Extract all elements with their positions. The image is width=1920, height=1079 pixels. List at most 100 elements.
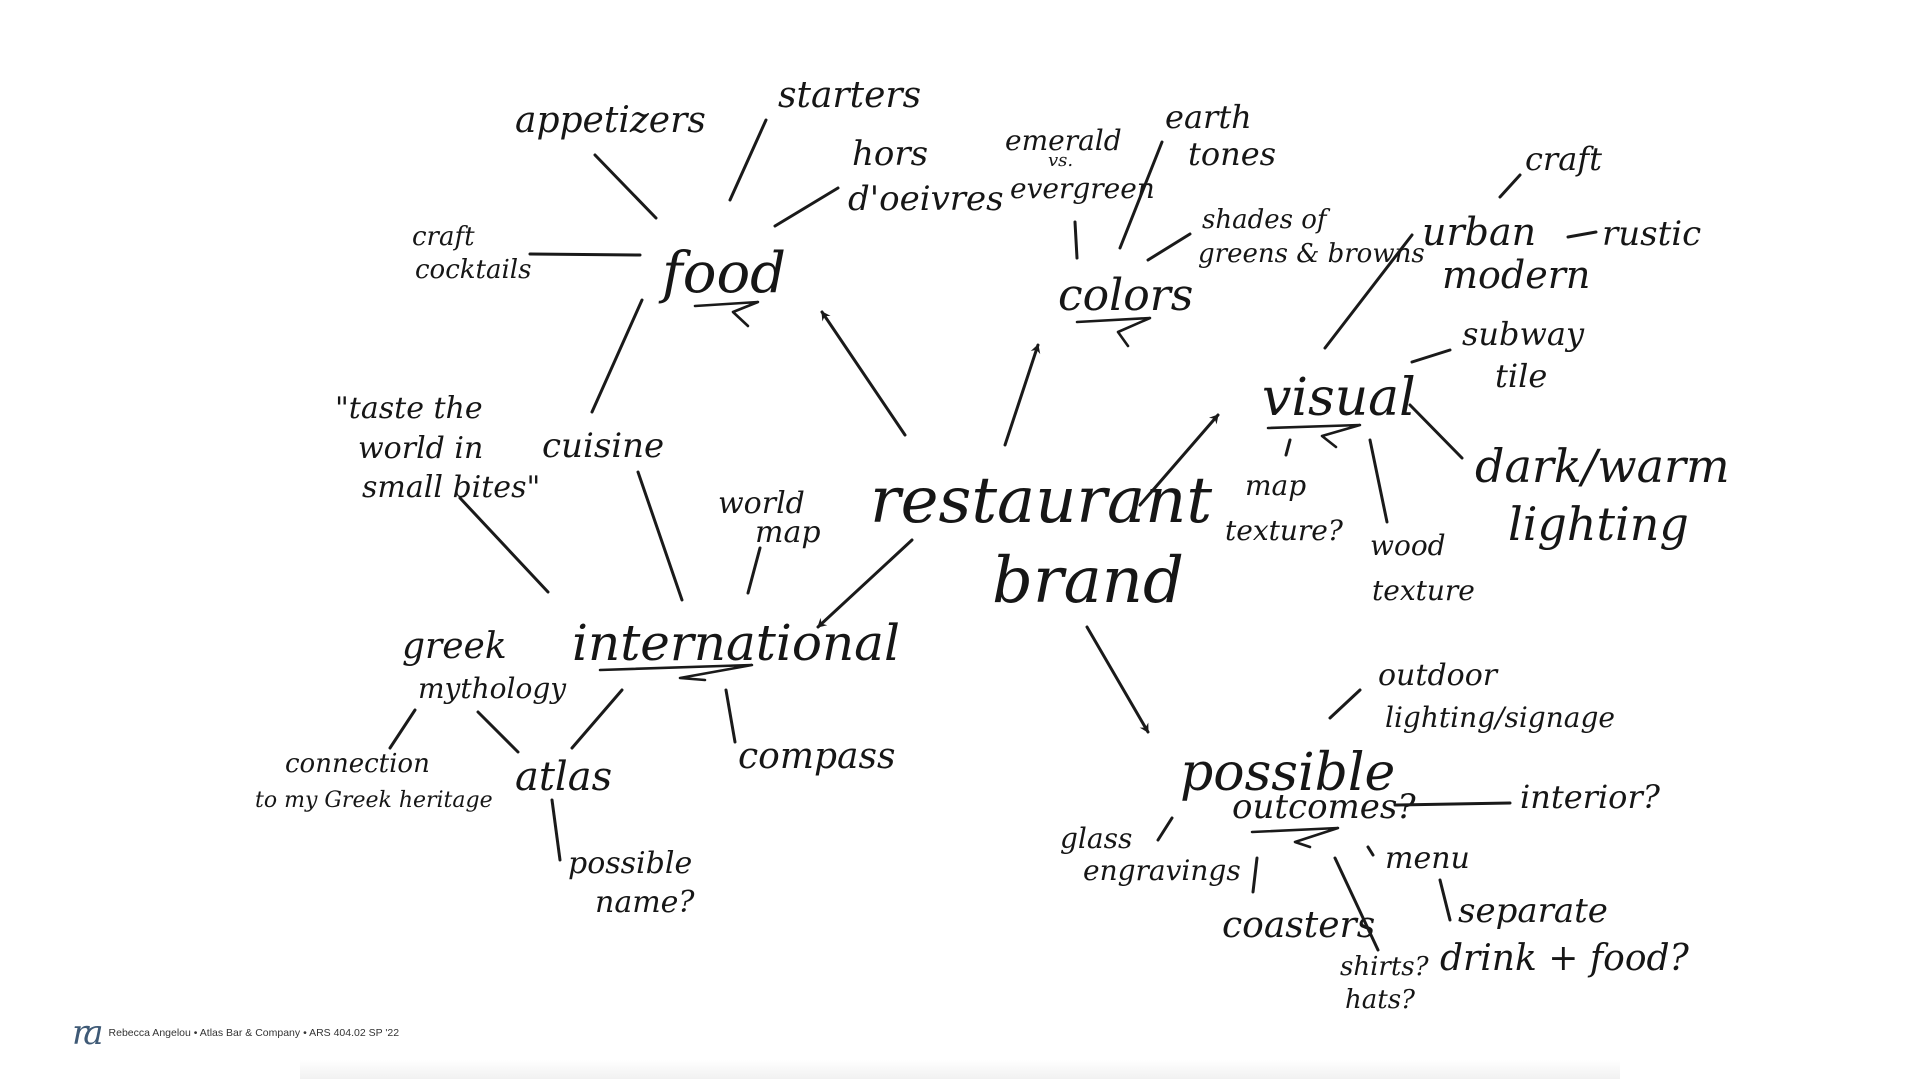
leaf-drink-food: drink + food? [1440, 938, 1690, 979]
leaf-tones: tones [1188, 135, 1276, 173]
leaf-engravings: engravings [1083, 854, 1241, 887]
leaf-subway: subway [1462, 315, 1585, 353]
center-word-brand: brand [992, 544, 1184, 618]
leaf-possible-name-line1: possible [568, 846, 692, 881]
outcomes-link-shirts [1333, 856, 1380, 952]
food-underline [693, 300, 760, 328]
food-link-cocktails [528, 252, 642, 257]
leaf-greek: greek [402, 626, 507, 667]
colors-link-earth [1118, 140, 1164, 250]
leaf-signage: lighting/signage [1385, 701, 1615, 734]
intl-link-world-map [746, 546, 762, 595]
international-underline [598, 663, 754, 682]
leaf-craft-cocktails-line1: craft [412, 222, 475, 252]
leaf-modern: modern [1442, 253, 1590, 297]
leaf-shades: shades of [1202, 205, 1331, 235]
intl-link-cuisine [636, 470, 684, 602]
visual-link-urban [1323, 233, 1414, 350]
leaf-greens-browns: greens & browns [1198, 239, 1425, 269]
node-colors: colors [1058, 270, 1193, 321]
atlas-link-possible-name [550, 798, 562, 862]
leaf-texture: texture [1372, 574, 1475, 607]
author-logo: ra [72, 1013, 103, 1053]
leaf-earth: earth [1165, 98, 1252, 136]
leaf-cuisine: cuisine [542, 426, 664, 466]
greek-link-connection [388, 708, 417, 750]
colors-link-emerald [1073, 220, 1079, 260]
leaf-glass: glass [1060, 822, 1132, 855]
leaf-doeivres: d'oeivres [848, 179, 1004, 219]
outcomes-underline [1250, 826, 1340, 849]
leaf-craft: craft [1525, 140, 1602, 178]
leaf-atlas: atlas [515, 754, 612, 800]
visual-link-craft [1498, 173, 1522, 199]
leaf-emerald: emerald [1005, 124, 1122, 157]
arrow-to-visual [1138, 413, 1220, 507]
node-international: international [572, 614, 900, 672]
node-visual: visual [1262, 368, 1416, 428]
leaf-hats: hats? [1345, 985, 1416, 1015]
leaf-world: world [718, 486, 805, 521]
leaf-vs: vs. [1048, 150, 1073, 171]
leaf-wood: wood [1370, 529, 1446, 562]
leaf-map: map [1245, 469, 1306, 502]
leaf-heritage: to my Greek heritage [255, 788, 493, 813]
leaf-hors: hors [852, 134, 928, 174]
visual-link-map [1284, 438, 1292, 457]
leaf-shirts: shirts? [1340, 952, 1430, 982]
outcomes-link-glass [1156, 816, 1174, 842]
leaf-coasters: coasters [1222, 905, 1375, 946]
author-credit: Rebecca Angelou • Atlas Bar & Company • … [108, 1027, 400, 1039]
leaf-world-map: map [755, 515, 821, 550]
leaf-possible-name-line2: name? [595, 885, 695, 920]
food-link-hors [773, 186, 840, 228]
node-possible: possible [1180, 743, 1395, 803]
outcomes-link-interior [1393, 801, 1512, 807]
leaf-starters: starters [778, 75, 921, 116]
leaf-quote-line3: small bites" [362, 470, 540, 505]
leaf-lighting: lighting [1508, 497, 1689, 551]
colors-underline [1075, 316, 1152, 348]
node-food: food [658, 241, 786, 306]
leaf-quote-line2: world in [358, 431, 483, 466]
leaf-rustic: rustic [1602, 214, 1701, 254]
node-outcomes: outcomes? [1232, 787, 1416, 827]
visual-link-lighting [1408, 403, 1464, 460]
leaf-separate: separate [1458, 891, 1608, 931]
leaf-interior: interior? [1520, 778, 1661, 816]
arrow-to-colors [1003, 343, 1041, 447]
food-link-appetizers [593, 153, 658, 220]
arrow-to-international [816, 538, 914, 629]
outcomes-link-outdoor [1328, 688, 1362, 720]
bottom-edge-shadow [300, 1060, 1620, 1079]
leaf-mythology: mythology [418, 672, 567, 705]
leaf-menu: menu [1385, 841, 1470, 876]
intl-link-atlas [570, 688, 624, 750]
outcomes-link-menu [1366, 845, 1375, 857]
arrow-to-outcomes [1085, 625, 1150, 734]
leaf-appetizers: appetizers [515, 100, 706, 141]
visual-link-rustic [1566, 230, 1598, 239]
menu-link-separate [1438, 878, 1452, 922]
leaf-evergreen: evergreen [1010, 172, 1155, 205]
colors-link-shades [1146, 232, 1192, 262]
leaf-outdoor: outdoor [1378, 658, 1499, 693]
leaf-craft-cocktails-line2: cocktails [415, 255, 531, 285]
visual-underline [1266, 423, 1362, 449]
footer: ra Rebecca Angelou • Atlas Bar & Company… [72, 1016, 399, 1050]
food-link-cuisine [590, 298, 644, 414]
leaf-compass: compass [738, 736, 895, 777]
leaf-tile: tile [1495, 357, 1547, 395]
leaf-texture-q: texture? [1225, 514, 1344, 547]
arrow-to-food [820, 310, 907, 437]
greek-link-atlas [476, 710, 520, 754]
center-word-restaurant: restaurant [870, 464, 1212, 538]
leaf-quote-line1: "taste the [335, 391, 483, 426]
visual-link-subway [1410, 348, 1452, 364]
visual-link-wood [1368, 438, 1389, 524]
leaf-urban: urban [1422, 210, 1536, 254]
intl-link-compass [724, 688, 737, 744]
food-link-starters [728, 118, 768, 202]
outcomes-link-coasters [1251, 856, 1259, 894]
